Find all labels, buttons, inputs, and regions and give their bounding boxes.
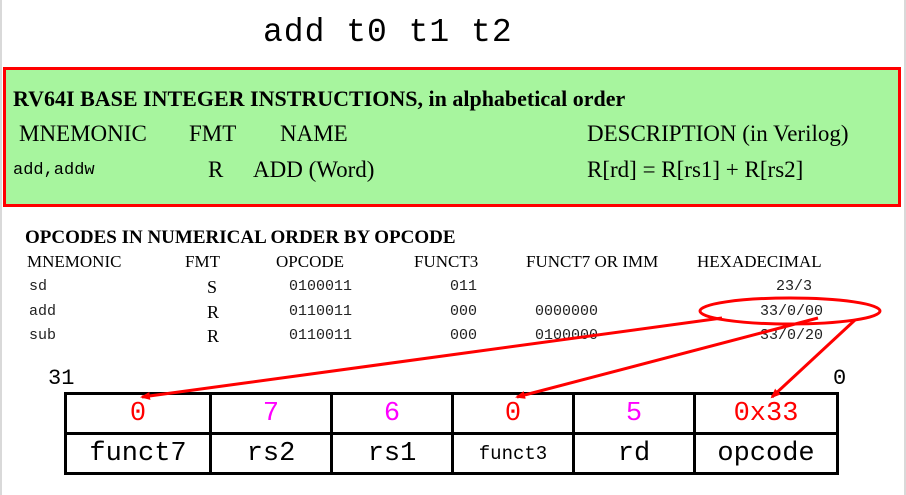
op-row-opcode: 0110011 bbox=[289, 303, 353, 320]
op-row-hex: 33/0/00 bbox=[760, 303, 824, 320]
row-description: R[rd] = R[rs1] + R[rs2] bbox=[587, 157, 804, 182]
field-name-rs2: rs2 bbox=[209, 432, 333, 475]
reference-card-heading: RV64I BASE INTEGER INSTRUCTIONS, in alph… bbox=[13, 86, 626, 111]
field-name-funct7: funct7 bbox=[64, 432, 212, 475]
reference-card-highlight: RV64I BASE INTEGER INSTRUCTIONS, in alph… bbox=[3, 67, 901, 207]
op-row-mnemonic: sd bbox=[29, 278, 48, 295]
field-value-opcode: 0x33 bbox=[693, 392, 839, 435]
bit-high-label: 31 bbox=[48, 366, 75, 391]
field-value-rd: 5 bbox=[572, 392, 696, 435]
op-row-opcode: 0110011 bbox=[289, 327, 353, 344]
op-row-opcode: 0100011 bbox=[289, 278, 353, 295]
field-values-row: 0 7 6 0 5 0x33 bbox=[64, 392, 839, 435]
field-names-row: funct7 rs2 rs1 funct3 rd opcode bbox=[64, 432, 839, 475]
field-name-rd: rd bbox=[572, 432, 696, 475]
field-value-funct3: 0 bbox=[451, 392, 575, 435]
left-frame-line bbox=[0, 0, 2, 495]
op-row-fmt: S bbox=[207, 277, 218, 297]
op-col-hex: HEXADECIMAL bbox=[697, 252, 822, 271]
op-row-mnemonic: sub bbox=[29, 327, 57, 344]
op-col-opcode: OPCODE bbox=[276, 252, 345, 271]
op-row-funct3: 011 bbox=[450, 278, 478, 295]
op-row-funct7: 0100000 bbox=[535, 327, 599, 344]
op-col-fmt: FMT bbox=[185, 252, 220, 271]
col-description-header: DESCRIPTION (in Verilog) bbox=[587, 121, 849, 146]
field-name-funct3: funct3 bbox=[451, 432, 575, 475]
bit-low-label: 0 bbox=[833, 366, 847, 391]
op-row-fmt: R bbox=[207, 302, 220, 322]
op-row-fmt: R bbox=[207, 326, 220, 346]
op-col-mnemonic: MNEMONIC bbox=[27, 252, 122, 271]
col-name-header: NAME bbox=[280, 121, 348, 146]
op-row-funct7: 0000000 bbox=[535, 303, 599, 320]
op-row-funct3: 000 bbox=[450, 327, 478, 344]
op-col-funct7: FUNCT7 OR IMM bbox=[526, 252, 659, 271]
arrow-to-funct7 bbox=[140, 316, 723, 400]
op-row-hex: 23/3 bbox=[776, 278, 813, 295]
opcode-table-heading: OPCODES IN NUMERICAL ORDER BY OPCODE bbox=[25, 227, 456, 248]
op-col-funct3: FUNCT3 bbox=[414, 252, 479, 271]
row-mnemonic: add,addw bbox=[13, 161, 95, 180]
field-name-opcode: opcode bbox=[693, 432, 839, 475]
op-row-funct3: 000 bbox=[450, 303, 478, 320]
op-row-mnemonic: add bbox=[29, 303, 57, 320]
field-value-rs1: 6 bbox=[330, 392, 454, 435]
field-value-funct7: 0 bbox=[64, 392, 212, 435]
instruction-format-table: 0 7 6 0 5 0x33 funct7 rs2 rs1 funct3 rd … bbox=[64, 392, 839, 475]
row-name: ADD (Word) bbox=[253, 157, 375, 182]
field-value-rs2: 7 bbox=[209, 392, 333, 435]
col-mnemonic-header: MNEMONIC bbox=[19, 121, 147, 146]
slide-title: add t0 t1 t2 bbox=[263, 14, 513, 51]
col-fmt-header: FMT bbox=[189, 121, 237, 146]
row-fmt: R bbox=[208, 157, 224, 182]
op-row-hex: 33/0/20 bbox=[760, 327, 824, 344]
right-frame-line bbox=[904, 0, 906, 495]
field-name-rs1: rs1 bbox=[330, 432, 454, 475]
